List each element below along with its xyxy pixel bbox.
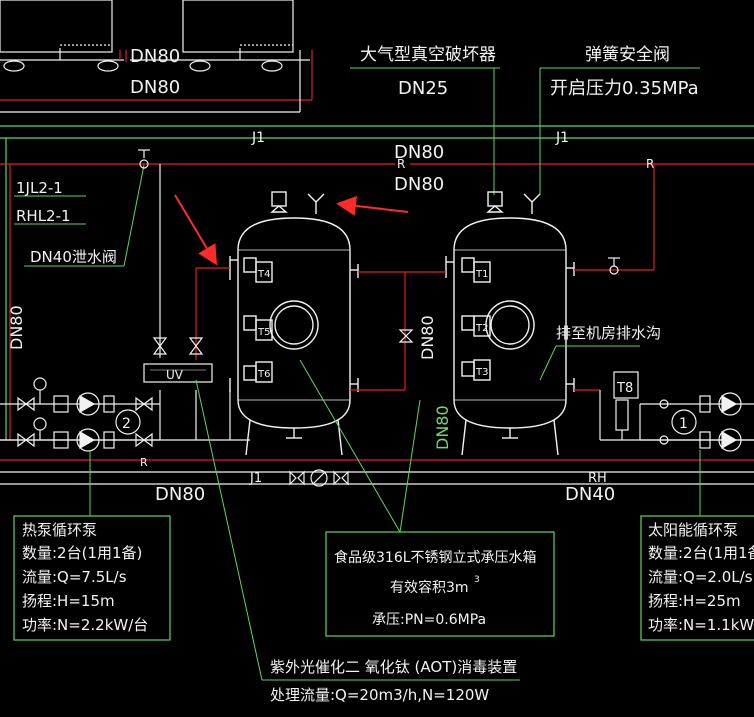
solar-pump-power: 功率:N=1.1kW/: [648, 616, 754, 634]
between-tank-valve-icon: [398, 329, 414, 343]
left-pump-group: [0, 377, 160, 452]
dn80-center-1: DN80: [394, 142, 444, 163]
uv-note-1: 紫外光催化二 氧化钛 (AOT)消毒装置: [270, 658, 517, 676]
left-label-lines: [14, 164, 145, 267]
top-dn80-a: DN80: [130, 46, 180, 67]
label-spring-valve: 弹簧安全阀: [585, 45, 670, 65]
t8-label: T8: [616, 381, 633, 396]
uv-note-2: 处理流量:Q=20m3/h,N=120W: [270, 686, 489, 704]
red-tank-piping: [0, 164, 754, 461]
heat-pump-title: 热泵循环泵: [22, 521, 97, 539]
solar-pump-flow: 流量:Q=2.0L/s: [648, 568, 753, 586]
green-frame-lines: [0, 125, 754, 440]
label-rhl2: RHL2-1: [16, 207, 71, 225]
tank-spec-line3: 承压:PN=0.6MPa: [372, 612, 486, 628]
dn80-under-tank: DN80: [433, 405, 452, 450]
r-label-1: R: [397, 157, 405, 171]
uv-unit: [143, 337, 213, 383]
solar-pump-title: 太阳能循环泵: [648, 521, 738, 539]
tank-right-t2: T2: [475, 323, 488, 334]
solar-pump-qty: 数量:2台(1用1备): [648, 544, 754, 562]
tank-spec-line2-sup: 3: [474, 575, 480, 585]
heat-pump-power: 功率:N=2.2kW/台: [22, 616, 148, 634]
top-red-lines: [0, 50, 313, 101]
red-main-line: [0, 163, 754, 440]
label-1jl2: 1JL2-1: [16, 179, 63, 197]
r-bottom-label: R: [140, 456, 148, 469]
label-dn80-vertical: DN80: [7, 305, 26, 350]
right-pump-group: [639, 392, 754, 452]
pump-number-left: 2: [122, 416, 131, 432]
solar-pump-info-box: [640, 515, 754, 641]
drain-valve-icon: [138, 149, 150, 169]
heat-pump-qty: 数量:2台(1用1备): [22, 544, 142, 562]
solar-pump-head: 扬程:H=25m: [648, 592, 741, 610]
dn40-bottom-label: DN40: [565, 484, 615, 505]
j1-bottom-label: J1: [249, 471, 262, 486]
tank-left-t6: T6: [257, 369, 270, 380]
dn80-bottom-label: DN80: [155, 484, 205, 505]
label-dn40-drain-valve: DN40泄水阀: [30, 248, 117, 266]
heat-pump-info-box: [13, 515, 171, 641]
tank-left: [229, 191, 359, 456]
r-label-2: R: [646, 157, 654, 171]
pump-number-right: 1: [679, 416, 688, 432]
dn80-center-2: DN80: [394, 174, 444, 195]
rh-bottom-label: RH: [588, 471, 607, 486]
j1-label-top-2: J1: [555, 130, 569, 146]
top-units: [0, 0, 310, 72]
label-spring-pressure: 开启压力0.35MPa: [550, 78, 699, 99]
heat-pump-flow: 流量:Q=7.5L/s: [22, 568, 127, 586]
tank-spec-line2: 有效容积3m: [390, 579, 469, 596]
uv-label: UV: [166, 368, 184, 382]
top-right-leaders: [350, 67, 700, 195]
label-drain: 排至机房排水沟: [556, 324, 661, 342]
j1-label-top-1: J1: [251, 130, 265, 146]
tank-info-box: [325, 531, 555, 637]
dn80-between-tanks: DN80: [418, 315, 437, 360]
heat-pump-head: 扬程:H=15m: [22, 592, 115, 610]
red-arrow-left: [174, 194, 218, 266]
tank-right-t1: T1: [475, 269, 488, 280]
tank-right-t3: T3: [475, 367, 488, 378]
top-white-lines: [0, 50, 301, 113]
tank-spec-line1: 食品级316L不锈钢立式承压水箱: [334, 549, 537, 566]
top-dn80-b: DN80: [130, 77, 180, 98]
box-leaders: [89, 359, 701, 681]
tank-left-t4: T4: [257, 269, 270, 280]
t8-device: [613, 371, 639, 440]
tank-right: [445, 191, 575, 456]
right-red-valve-icon: [608, 257, 620, 275]
label-vacuum-breaker: 大气型真空破坏器: [360, 45, 496, 65]
red-arrow-top: [336, 195, 409, 216]
label-vacuum-dn: DN25: [398, 78, 448, 99]
flow-meter-icon: [289, 469, 349, 487]
tank-left-t5: T5: [257, 327, 270, 338]
white-tank-piping: [0, 164, 754, 485]
drain-leader: [539, 345, 640, 381]
